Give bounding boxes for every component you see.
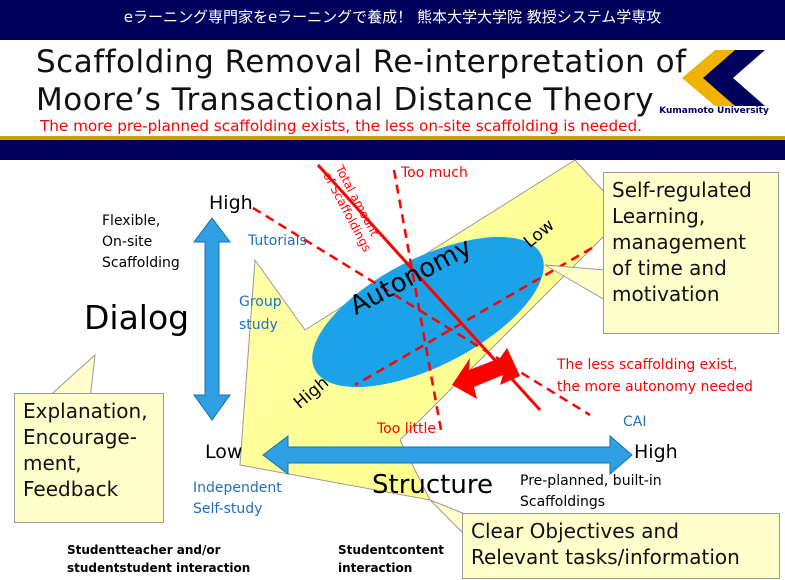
less-scaffolding-label: The less scaffolding exist, the more aut… [557, 354, 753, 398]
banner-text: eラーニング専門家をeラーニングで養成！ 熊本大学大学院 教授システム学専攻 [123, 8, 662, 26]
less-scaffolding-line1: The less scaffolding exist, [557, 357, 738, 373]
flexible-line3: Scaffolding [102, 255, 180, 271]
structure-arrow [262, 434, 633, 476]
student-content-label: Studentcontent interaction [338, 541, 444, 577]
dialog-low-label: Low [205, 441, 243, 463]
student-teacher-line1: Studentteacher and/or [67, 543, 221, 557]
structure-high-label: High [634, 441, 678, 463]
dialog-label: Dialog [84, 298, 190, 337]
explanation-line2: Encourage- [23, 425, 137, 449]
structure-label: Structure [372, 470, 493, 500]
callout-explanation: Explanation, Encourage- ment, Feedback [14, 393, 164, 523]
preplanned-line1: Pre-planned, built-in [520, 473, 662, 489]
clear-objectives-line2: Relevant tasks/information [471, 545, 740, 569]
group-study-line2: study [239, 317, 278, 333]
self-regulated-line5: motivation [612, 282, 720, 306]
group-study-label: Group study [239, 291, 282, 337]
explanation-line3: ment, [23, 451, 82, 475]
self-regulated-line3: management [612, 230, 746, 254]
explanation-line1: Explanation, [23, 399, 148, 423]
preplanned-line2: Scaffoldings [520, 494, 606, 510]
university-name: Kumamoto University [659, 106, 769, 116]
cai-label: CAI [623, 414, 647, 430]
self-regulated-line2: Learning, [612, 204, 706, 228]
student-teacher-label: Studentteacher and/or studentstudent int… [67, 541, 250, 577]
autonomy-ellipse [312, 236, 544, 388]
flexible-line1: Flexible, [102, 213, 161, 229]
student-content-line2: interaction [338, 561, 413, 575]
red-double-arrow [452, 348, 520, 399]
flexible-label: Flexible, On-site Scaffolding [102, 211, 180, 274]
dialog-high-label: High [209, 192, 253, 214]
self-regulated-line1: Self-regulated [612, 178, 752, 202]
preplanned-label: Pre-planned, built-in Scaffoldings [520, 471, 662, 513]
top-banner: eラーニング専門家をeラーニングで養成！ 熊本大学大学院 教授システム学専攻 [0, 0, 785, 40]
group-study-line1: Group [239, 294, 282, 310]
too-little-label: Too little [377, 421, 437, 437]
callout-self-regulated: Self-regulated Learning, management of t… [603, 172, 779, 334]
student-content-line1: Studentcontent [338, 543, 444, 557]
slide-title-line1: Scaffolding Removal Re-interpretation of [36, 44, 687, 80]
independent-line2: Self-study [193, 501, 263, 517]
university-logo [682, 50, 765, 106]
dialog-arrow [193, 217, 231, 421]
self-regulated-line4: of time and [612, 256, 727, 280]
too-much-label: Too much [401, 165, 468, 181]
independent-line1: Independent [193, 480, 282, 496]
clear-objectives-line1: Clear Objectives and [471, 519, 679, 543]
navy-divider [0, 140, 785, 160]
independent-label: Independent Self-study [193, 478, 282, 520]
flexible-line2: On-site [102, 234, 153, 250]
slide-subtitle: The more pre-planned scaffolding exists,… [40, 117, 642, 135]
student-teacher-line2: studentstudent interaction [67, 561, 251, 575]
gold-divider [0, 136, 785, 140]
explanation-line4: Feedback [23, 477, 119, 501]
less-scaffolding-line2: the more autonomy needed [557, 379, 753, 395]
callout-clear-objectives: Clear Objectives and Relevant tasks/info… [462, 513, 780, 579]
tutorials-label: Tutorials [248, 233, 307, 249]
slide-title-line2: Moore’s Transactional Distance Theory [36, 82, 655, 118]
